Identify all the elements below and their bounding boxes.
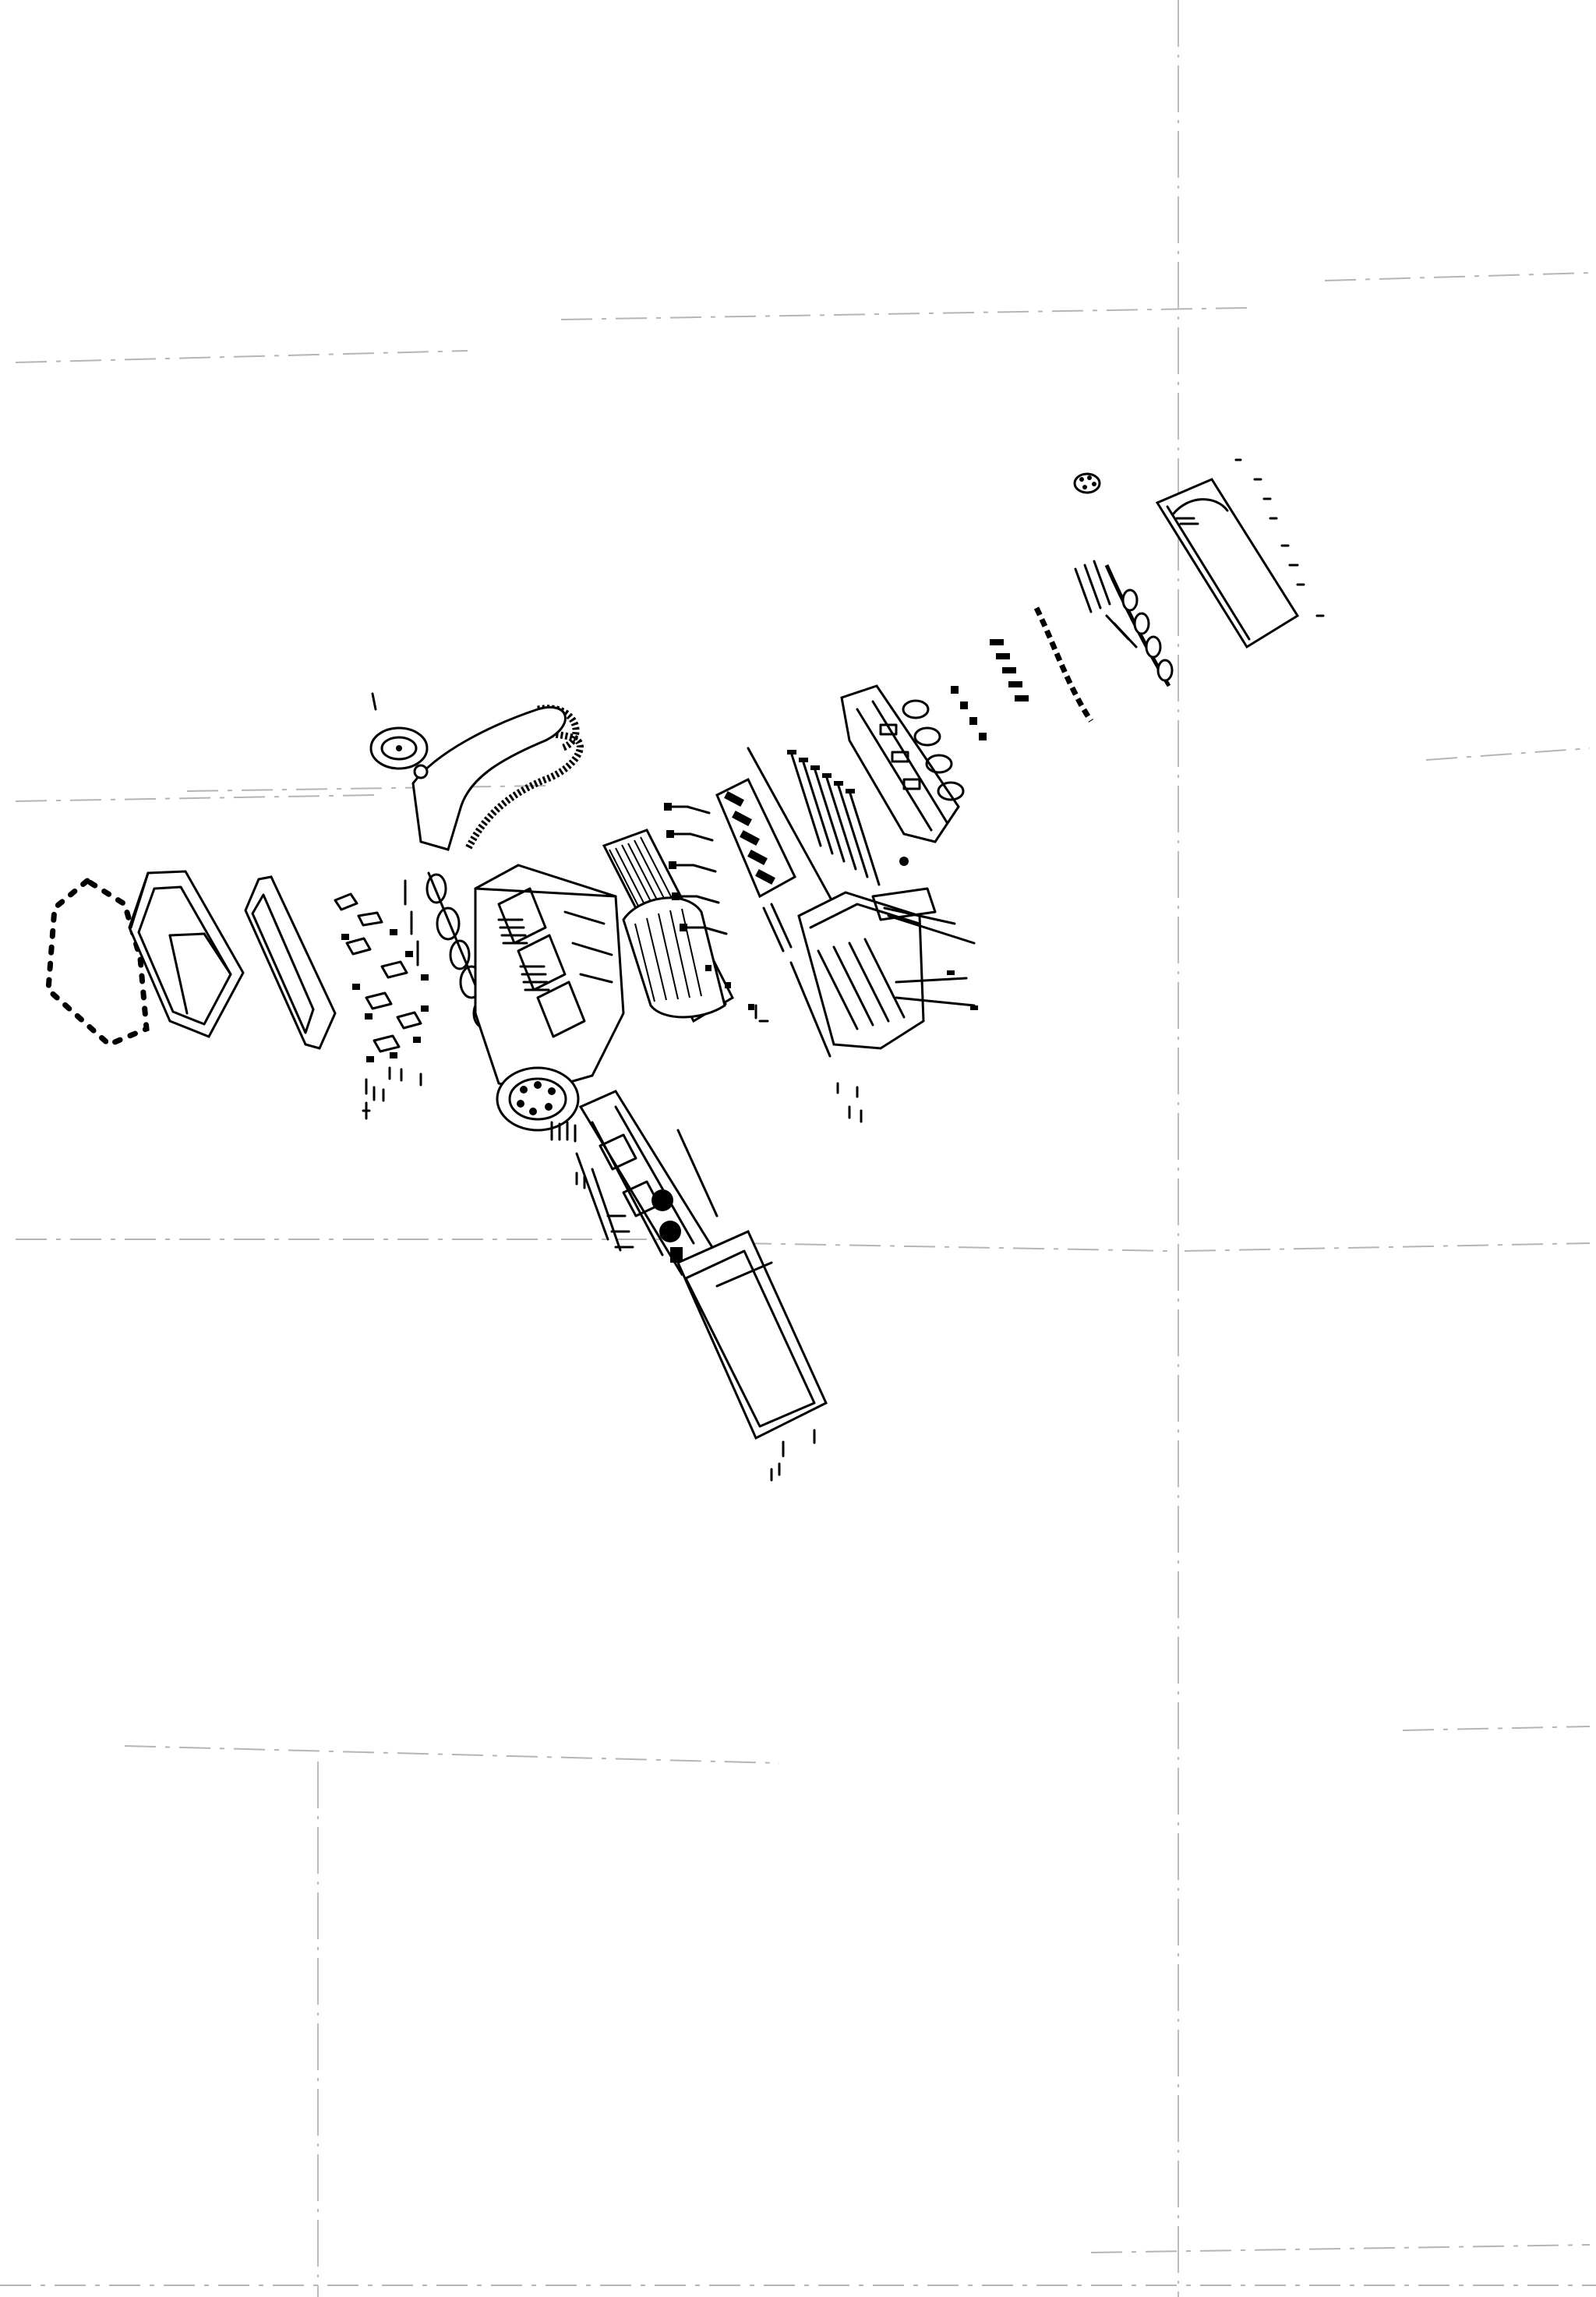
cam-bearing-caps: [951, 560, 1138, 740]
flywheel: [496, 1066, 580, 1143]
valves: [747, 747, 881, 906]
oil-pan: [128, 870, 245, 1038]
valve-springs: [715, 777, 796, 899]
engine-block: [474, 864, 625, 1093]
pistons: [602, 829, 734, 1023]
rod-bolts: [365, 879, 422, 1102]
timing-pulley: [369, 692, 429, 779]
intake-manifold: [754, 857, 978, 1098]
connecting-rods: [334, 892, 429, 1062]
oil-pan-bolts: [45, 877, 150, 1048]
cylinder-head: [840, 684, 965, 843]
camshafts: [1033, 564, 1174, 723]
cam-cover: [1155, 458, 1325, 649]
transmission-housing: [575, 1090, 828, 1482]
pan-gasket: [244, 875, 337, 1050]
timing-belt-cover: [411, 705, 567, 851]
oil-filler-cap: [1073, 472, 1101, 494]
head-bolts: [664, 803, 754, 1010]
misc-fasteners: [362, 1101, 863, 1476]
